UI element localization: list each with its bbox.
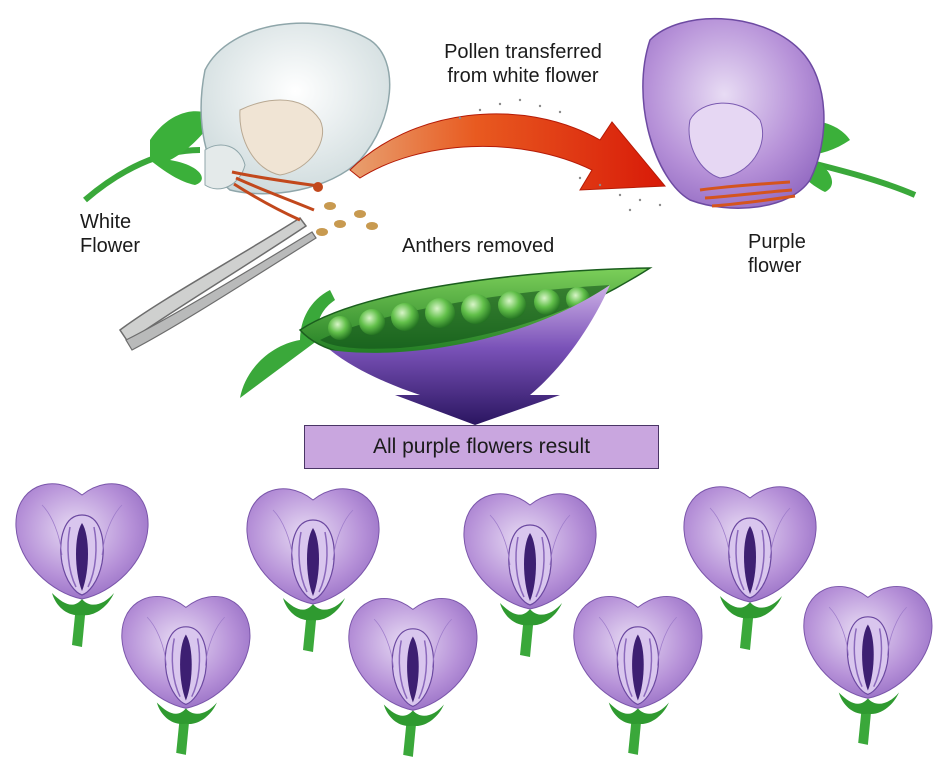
pollen-label-line1: Pollen transferred (428, 40, 618, 64)
offspring-flower-4 (684, 487, 816, 650)
purple-label-line2: flower (748, 254, 806, 278)
white-flower-icon (85, 23, 390, 236)
white-label-line1: White (80, 210, 140, 234)
purple-flower-icon (643, 19, 915, 209)
curved-arrow-icon (350, 99, 665, 211)
forceps-icon (120, 218, 316, 350)
purple-label-line1: Purple (748, 230, 806, 254)
offspring-flower-6 (349, 598, 477, 756)
white-flower-label: White Flower (80, 210, 140, 258)
offspring-flower-7 (574, 596, 702, 754)
pollen-label-line2: from white flower (428, 64, 618, 88)
purple-flower-label: Purple flower (748, 230, 806, 278)
result-label: All purple flowers result (373, 435, 590, 459)
white-label-line2: Flower (80, 234, 140, 258)
anthers-removed-label: Anthers removed (402, 234, 554, 258)
offspring-flower-8 (804, 586, 932, 744)
pollen-transfer-label: Pollen transferred from white flower (428, 40, 618, 88)
result-box: All purple flowers result (304, 425, 659, 469)
offspring-flower-5 (122, 596, 250, 754)
